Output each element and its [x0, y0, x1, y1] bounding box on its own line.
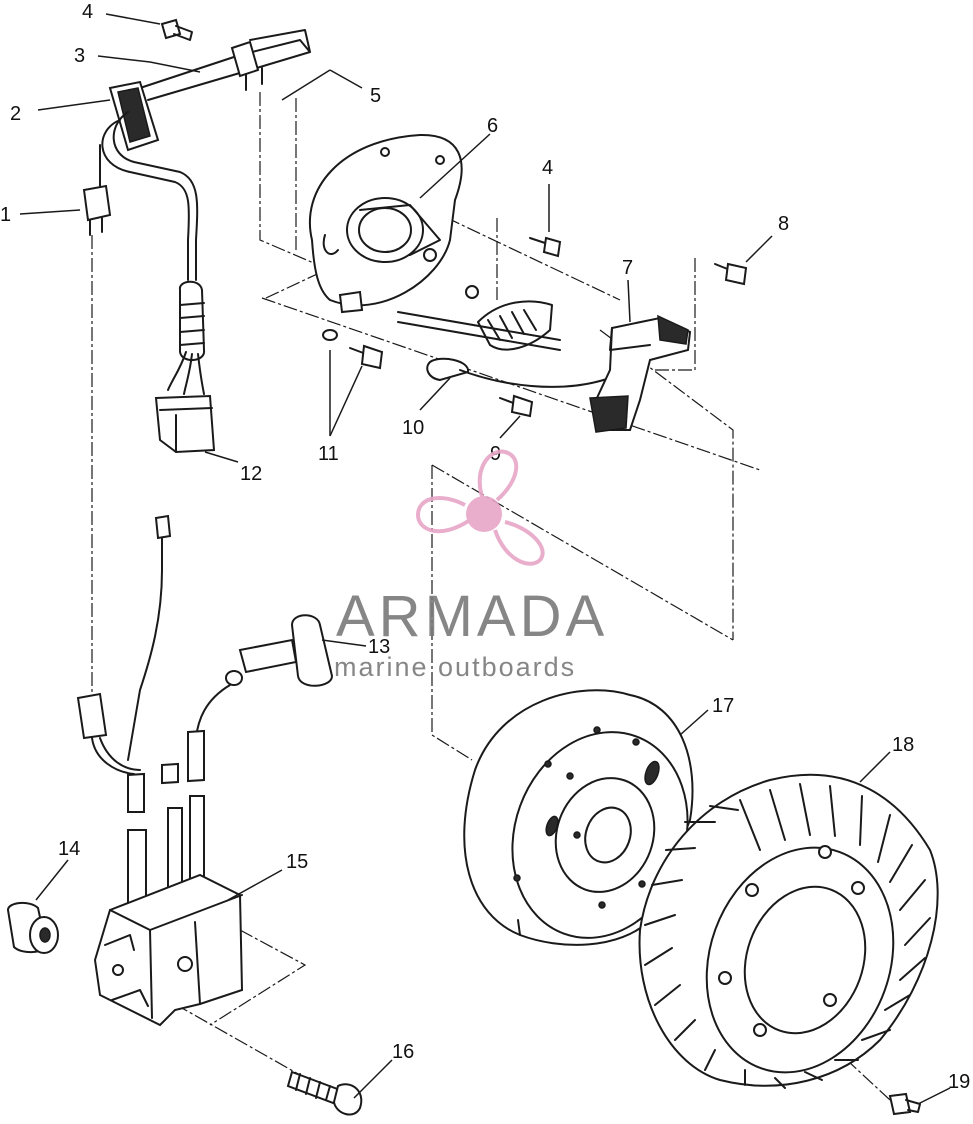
callout-6: 6 — [487, 115, 498, 137]
callout-18: 18 — [892, 734, 914, 756]
ignition-coil-part-15 — [93, 795, 244, 1027]
callout-13: 13 — [368, 636, 390, 658]
callout-1: 1 — [0, 204, 11, 226]
cooling-fan-part-18 — [638, 773, 939, 1089]
callout-19: 19 — [948, 1071, 970, 1093]
callout-17: 17 — [712, 695, 734, 717]
harness-tube-part-3 — [139, 29, 311, 101]
callout-16: 16 — [392, 1041, 414, 1063]
spark-plug-cap-part-13 — [195, 614, 334, 739]
connector-part-1 — [82, 144, 112, 236]
bolt-part-9 — [499, 394, 534, 418]
bolt-part-16 — [286, 1070, 363, 1116]
fan-blades — [644, 783, 931, 1089]
ignition-leads — [76, 514, 205, 813]
watermark-subtitle: marine outboards — [334, 652, 576, 682]
callout-2: 2 — [10, 103, 21, 125]
callout-7: 7 — [622, 257, 633, 279]
watermark-title: ARMADA — [336, 584, 608, 649]
callout-8: 8 — [778, 213, 789, 235]
callout-14: 14 — [58, 838, 80, 860]
harness-connector-part-12 — [154, 280, 216, 454]
callout-3: 3 — [74, 45, 85, 67]
stator-plate-part-6 — [309, 133, 479, 314]
propeller-icon — [415, 449, 545, 566]
bolt-part-19 — [888, 1092, 921, 1116]
callout-leaders — [19, 13, 951, 1105]
bolt-part-4-right — [529, 236, 562, 258]
callout-12: 12 — [240, 463, 262, 485]
callout-5: 5 — [370, 85, 381, 107]
flywheel-part-17 — [463, 689, 694, 946]
bolt-part-11 — [322, 329, 384, 370]
callout-4-right: 4 — [542, 157, 553, 179]
bolt-part-4-top — [160, 18, 193, 41]
watermark: ARMADA marine outboards — [334, 449, 608, 682]
callout-4-top: 4 — [82, 1, 93, 23]
callout-11: 11 — [318, 443, 339, 465]
collar-part-14 — [6, 902, 59, 954]
pulser-coil-part-10 — [397, 300, 611, 388]
callout-10: 10 — [402, 417, 424, 439]
charge-coil-part-7 — [589, 314, 692, 433]
callout-15: 15 — [286, 851, 308, 873]
callout-labels: 1 2 3 4 5 6 4 8 7 10 11 9 12 13 17 18 14… — [0, 1, 970, 1093]
rectifier-part-2 — [101, 80, 199, 281]
bolt-part-8 — [714, 262, 748, 286]
